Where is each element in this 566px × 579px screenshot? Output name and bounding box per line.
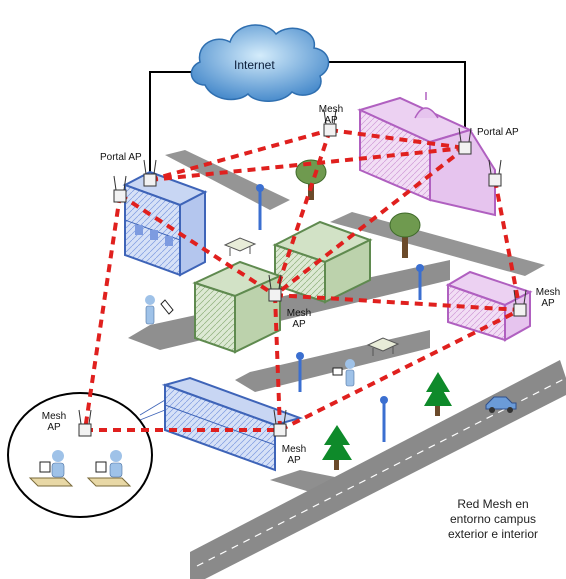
access-point-icon xyxy=(513,289,527,317)
label-portal-ap-right: Portal AP xyxy=(477,127,519,138)
label-mesh-ap-right-line1: Mesh xyxy=(535,287,561,298)
tree-icon xyxy=(389,212,421,258)
backhaul-right xyxy=(320,61,466,148)
label-mesh-ap-inset-line1: Mesh xyxy=(41,411,67,422)
label-mesh-ap-center: Mesh AP xyxy=(284,308,314,330)
building-blue-bottom xyxy=(139,376,304,472)
bench-icon xyxy=(366,337,400,356)
road-main-lane xyxy=(196,377,566,567)
access-point-icon xyxy=(488,159,502,187)
label-mesh-ap-bottom-line1: Mesh xyxy=(281,444,307,455)
mesh-link xyxy=(118,193,277,297)
label-mesh-ap-center-line2: AP xyxy=(292,319,306,330)
road-upper-right xyxy=(330,212,545,276)
mesh-link xyxy=(273,146,467,297)
mesh-link xyxy=(149,146,466,182)
diagram-caption: Red Mesh en entorno campus exterior e in… xyxy=(428,497,558,542)
person-icon xyxy=(332,359,355,387)
label-mesh-ap-center-line1: Mesh xyxy=(286,308,312,319)
laptop-user-icon xyxy=(28,450,74,487)
internet-cloud xyxy=(190,24,330,102)
person-icon xyxy=(145,295,174,325)
mesh-link xyxy=(329,128,466,150)
lamp-post-icon xyxy=(296,352,304,392)
building-purple-top xyxy=(357,92,496,217)
label-mesh-ap-right-line2: AP xyxy=(541,298,555,309)
mesh-link xyxy=(83,194,122,431)
lamp-post-icon xyxy=(416,264,424,300)
road-main-diagonal xyxy=(190,360,566,579)
mesh-link xyxy=(273,294,282,431)
access-points xyxy=(78,109,527,437)
access-point-icon xyxy=(458,127,472,155)
access-point-icon xyxy=(323,109,337,137)
caption-line-2: entorno campus xyxy=(449,512,537,526)
label-mesh-ap-inset: Mesh AP xyxy=(39,411,69,433)
label-mesh-ap-right: Mesh AP xyxy=(533,287,563,309)
benches xyxy=(223,237,400,356)
label-mesh-ap-top-line1: Mesh xyxy=(318,104,344,115)
trees xyxy=(295,159,452,470)
mesh-link xyxy=(279,308,521,432)
label-mesh-ap-bottom-line2: AP xyxy=(287,455,301,466)
label-mesh-ap-top: Mesh AP xyxy=(316,104,346,126)
access-point-icon xyxy=(143,159,157,187)
building-purple-right xyxy=(445,270,533,342)
car-icon xyxy=(485,396,517,413)
tree-icon xyxy=(322,425,352,470)
caption-line-3: exterior e interior xyxy=(447,527,539,541)
lamp-post-icon xyxy=(256,184,264,230)
lamp-posts xyxy=(256,184,424,442)
access-point-icon xyxy=(273,409,287,437)
cloud-icon xyxy=(190,24,330,102)
tree-icon xyxy=(295,159,327,200)
access-point-icon xyxy=(113,175,127,203)
access-point-icon xyxy=(268,274,282,302)
caption-line-1: Red Mesh en xyxy=(457,497,529,511)
bench-icon xyxy=(223,237,257,256)
laptop-user-icon xyxy=(86,450,132,487)
people xyxy=(145,295,355,387)
lamp-post-icon xyxy=(380,396,388,442)
mesh-link xyxy=(273,129,332,296)
cloud-label: Internet xyxy=(234,58,275,72)
road-lower-left xyxy=(235,330,430,392)
mesh-link xyxy=(149,128,331,182)
label-mesh-ap-inset-line2: AP xyxy=(47,422,61,433)
label-mesh-ap-bottom: Mesh AP xyxy=(279,444,309,466)
road-lower-diagonal xyxy=(270,470,340,492)
label-portal-ap-left: Portal AP xyxy=(100,152,142,163)
inset-office xyxy=(7,392,153,518)
mesh-links xyxy=(83,128,522,432)
access-point-icon xyxy=(78,409,92,437)
backhaul-left xyxy=(149,71,200,180)
backhaul-links xyxy=(149,61,466,180)
tree-icon xyxy=(424,372,452,416)
building-blue-left xyxy=(122,170,208,277)
roads xyxy=(128,150,566,579)
label-mesh-ap-top-line2: AP xyxy=(324,115,338,126)
